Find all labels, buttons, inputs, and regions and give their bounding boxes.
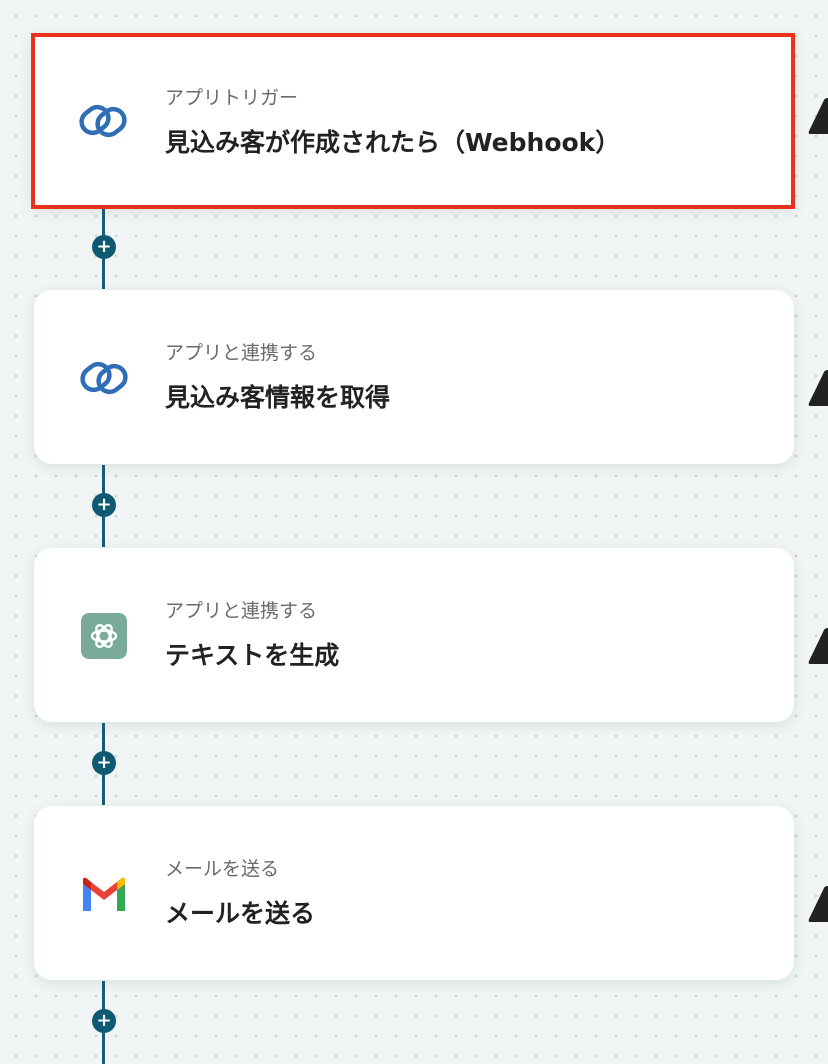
step-type-label: アプリと連携する <box>165 600 318 622</box>
add-step-button[interactable]: + <box>92 493 116 517</box>
step-card-generate-text[interactable]: アプリと連携する テキストを生成 <box>34 548 794 722</box>
add-step-button[interactable]: + <box>92 1009 116 1033</box>
step-title: 見込み客情報を取得 <box>165 383 391 412</box>
step-title: 見込み客が作成されたら（Webhook） <box>165 128 621 157</box>
step-title: メールを送る <box>165 899 316 928</box>
add-step-button[interactable]: + <box>92 751 116 775</box>
step-card-get-lead[interactable]: アプリと連携する 見込み客情報を取得 <box>34 290 794 464</box>
step-title: テキストを生成 <box>165 641 340 670</box>
step-type-label: メールを送る <box>165 858 280 880</box>
add-step-button[interactable]: + <box>92 235 116 259</box>
step-type-label: アプリトリガー <box>165 87 299 109</box>
side-panel-tab[interactable] <box>808 886 828 922</box>
zoho-crm-icon <box>77 95 129 147</box>
gmail-icon <box>78 868 130 920</box>
step-type-label: アプリと連携する <box>165 342 318 364</box>
step-card-send-email[interactable]: メールを送る メールを送る <box>34 806 794 980</box>
side-panel-tab[interactable] <box>808 370 828 406</box>
chatgpt-icon <box>78 610 130 662</box>
step-card-trigger[interactable]: アプリトリガー 見込み客が作成されたら（Webhook） <box>31 33 795 209</box>
side-panel-tab[interactable] <box>808 628 828 664</box>
zoho-crm-icon <box>78 352 130 404</box>
side-panel-tab[interactable] <box>808 98 828 134</box>
